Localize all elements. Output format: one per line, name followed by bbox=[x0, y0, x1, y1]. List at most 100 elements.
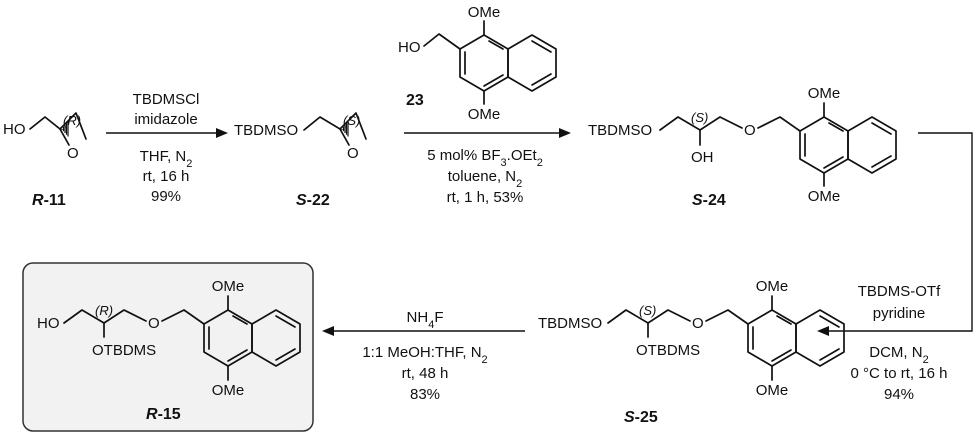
compound-s-22: TBDMSO O (S) S-22 bbox=[234, 112, 367, 209]
r15-compound-label: R-15 bbox=[146, 406, 181, 423]
step1-solvent: THF, N2 bbox=[140, 148, 193, 170]
step-2: 5 mol% BF3.OEt2 toluene, N2 rt, 1 h, 53% bbox=[404, 128, 571, 206]
s24-ome-bottom-text: OMe bbox=[808, 188, 841, 205]
step3-yield: 94% bbox=[884, 386, 914, 403]
s24-och2-bonds bbox=[757, 116, 801, 132]
s25-stereo-descriptor: (S) bbox=[639, 303, 656, 318]
r11-epoxide-o-text: O bbox=[67, 145, 79, 162]
c23-ring-a-double-2 bbox=[483, 74, 504, 87]
r11-compound-label: R-11 bbox=[32, 192, 66, 209]
s25-ring-a-double-2 bbox=[771, 349, 792, 362]
c23-ring-a bbox=[459, 34, 509, 92]
r11-epoxide-ring bbox=[59, 112, 87, 140]
r15-ring-b-double-2 bbox=[275, 348, 296, 361]
step2-arrowhead bbox=[559, 128, 571, 138]
product-box bbox=[22, 262, 314, 432]
s25-ether-o-text: O bbox=[692, 315, 704, 332]
s22-compound-label: S-22 bbox=[296, 192, 330, 209]
step3-arrow-line bbox=[825, 132, 973, 332]
c23-ring-a-double-3 bbox=[488, 40, 504, 50]
step1-arrowhead bbox=[216, 128, 228, 138]
step4-arrowhead bbox=[322, 326, 334, 336]
s25-ome-top-text: OMe bbox=[756, 278, 789, 295]
s25-otbdms-text: OTBDMS bbox=[636, 342, 700, 359]
s22-chain-bonds bbox=[303, 116, 341, 131]
step1-yield: 99% bbox=[151, 188, 181, 205]
s24-ring-b-double-1 bbox=[871, 122, 892, 135]
s24-ring-b bbox=[847, 116, 897, 174]
s24-ring-a-double-3 bbox=[828, 122, 844, 132]
s25-ring-b bbox=[795, 309, 845, 367]
r15-ring-b bbox=[251, 309, 301, 367]
r15-ring-b-double-1 bbox=[275, 315, 296, 328]
s22-tbdmso-text: TBDMSO bbox=[234, 122, 298, 139]
s24-oh-text: OH bbox=[691, 149, 714, 166]
s24-stereo-descriptor: (S) bbox=[691, 110, 708, 125]
c23-ho-text: HO bbox=[398, 39, 421, 56]
step2-conditions: rt, 1 h, 53% bbox=[447, 189, 524, 206]
s24-ring-a-double-2 bbox=[823, 156, 844, 169]
step2-catalyst: 5 mol% BF3.OEt2 bbox=[427, 147, 543, 169]
c23-ch2oh-bonds bbox=[423, 33, 461, 50]
compound-s-24: TBDMSO OH (S) O OMe OMe S-24 bbox=[588, 85, 897, 209]
r15-ome-top-text: OMe bbox=[212, 278, 245, 295]
s25-ring-a bbox=[747, 309, 797, 367]
step4-conditions: rt, 48 h bbox=[402, 365, 449, 382]
step3-conditions: 0 °C to rt, 16 h bbox=[851, 365, 948, 382]
r15-ome-bottom-text: OMe bbox=[212, 382, 245, 399]
c23-ring-b bbox=[507, 34, 557, 92]
r15-ether-o-text: O bbox=[148, 315, 160, 332]
s25-ring-b-double-2 bbox=[819, 348, 840, 361]
s25-tbdmso-text: TBDMSO bbox=[538, 315, 602, 332]
s22-epoxide-co bbox=[339, 128, 350, 146]
r15-och2-bonds bbox=[161, 309, 205, 325]
c23-ring-b-double-2 bbox=[531, 73, 552, 86]
step4-yield: 83% bbox=[410, 386, 440, 403]
r15-ring-a-double-3 bbox=[232, 315, 248, 325]
s24-ring-b-double-2 bbox=[871, 155, 892, 168]
step1-reagent-2: imidazole bbox=[134, 111, 197, 128]
compound-s-25: TBDMSO OTBDMS (S) O OMe OMe S-25 bbox=[538, 278, 845, 426]
step1-reagent-1: TBDMSCl bbox=[133, 91, 200, 108]
c23-ome-bottom-text: OMe bbox=[468, 106, 501, 123]
compound-r-15: HO OTBDMS (R) O OMe OMe R-15 bbox=[22, 262, 314, 432]
r11-stereo-descriptor: (R) bbox=[63, 113, 81, 128]
c23-ring-b-double-1 bbox=[531, 40, 552, 53]
step1-conditions: rt, 16 h bbox=[143, 168, 190, 185]
s25-och2-bonds bbox=[705, 309, 749, 325]
s25-ring-a-double-3 bbox=[776, 315, 792, 325]
r15-ring-a-double-2 bbox=[227, 349, 248, 362]
step-4: NH4F 1:1 MeOH:THF, N2 rt, 48 h 83% bbox=[322, 309, 525, 403]
s24-ether-o-text: O bbox=[744, 122, 756, 139]
step-1: TBDMSCl imidazole THF, N2 rt, 16 h 99% bbox=[106, 91, 228, 205]
s22-epoxide-ring bbox=[339, 112, 367, 140]
step3-solvent: DCM, N2 bbox=[869, 344, 928, 366]
s22-epoxide-o-text: O bbox=[347, 145, 359, 162]
s25-ring-b-double-1 bbox=[819, 315, 840, 328]
step2-solvent: toluene, N2 bbox=[448, 168, 523, 190]
step4-solvent: 1:1 MeOH:THF, N2 bbox=[362, 344, 487, 366]
s22-hashed-wedge bbox=[341, 121, 349, 137]
step3-arrowhead bbox=[817, 326, 829, 336]
step3-reagent-2: pyridine bbox=[873, 305, 926, 322]
s24-tbdmso-text: TBDMSO bbox=[588, 122, 652, 139]
s25-ome-bottom-text: OMe bbox=[756, 382, 789, 399]
s25-compound-label: S-25 bbox=[624, 409, 658, 426]
step3-reagent-1: TBDMS-OTf bbox=[858, 283, 941, 300]
r11-ho-text: HO bbox=[3, 121, 26, 138]
s24-compound-label: S-24 bbox=[692, 192, 726, 209]
r15-otbdms-text: OTBDMS bbox=[92, 342, 156, 359]
s24-ring-a bbox=[799, 116, 849, 174]
r15-ho-text: HO bbox=[37, 315, 60, 332]
r15-stereo-descriptor: (R) bbox=[95, 303, 113, 318]
c23-ome-top-text: OMe bbox=[468, 4, 501, 21]
r11-hashed-wedge bbox=[61, 121, 69, 137]
step4-reagent: NH4F bbox=[407, 309, 444, 331]
c23-compound-label: 23 bbox=[406, 92, 424, 109]
s22-stereo-descriptor: (S) bbox=[343, 113, 360, 128]
r11-epoxide-co bbox=[59, 128, 70, 146]
r11-chain-bonds bbox=[29, 116, 61, 130]
compound-23: HO OMe OMe 23 bbox=[398, 4, 557, 123]
compound-r-11: HO O (R) R-11 bbox=[3, 112, 87, 209]
